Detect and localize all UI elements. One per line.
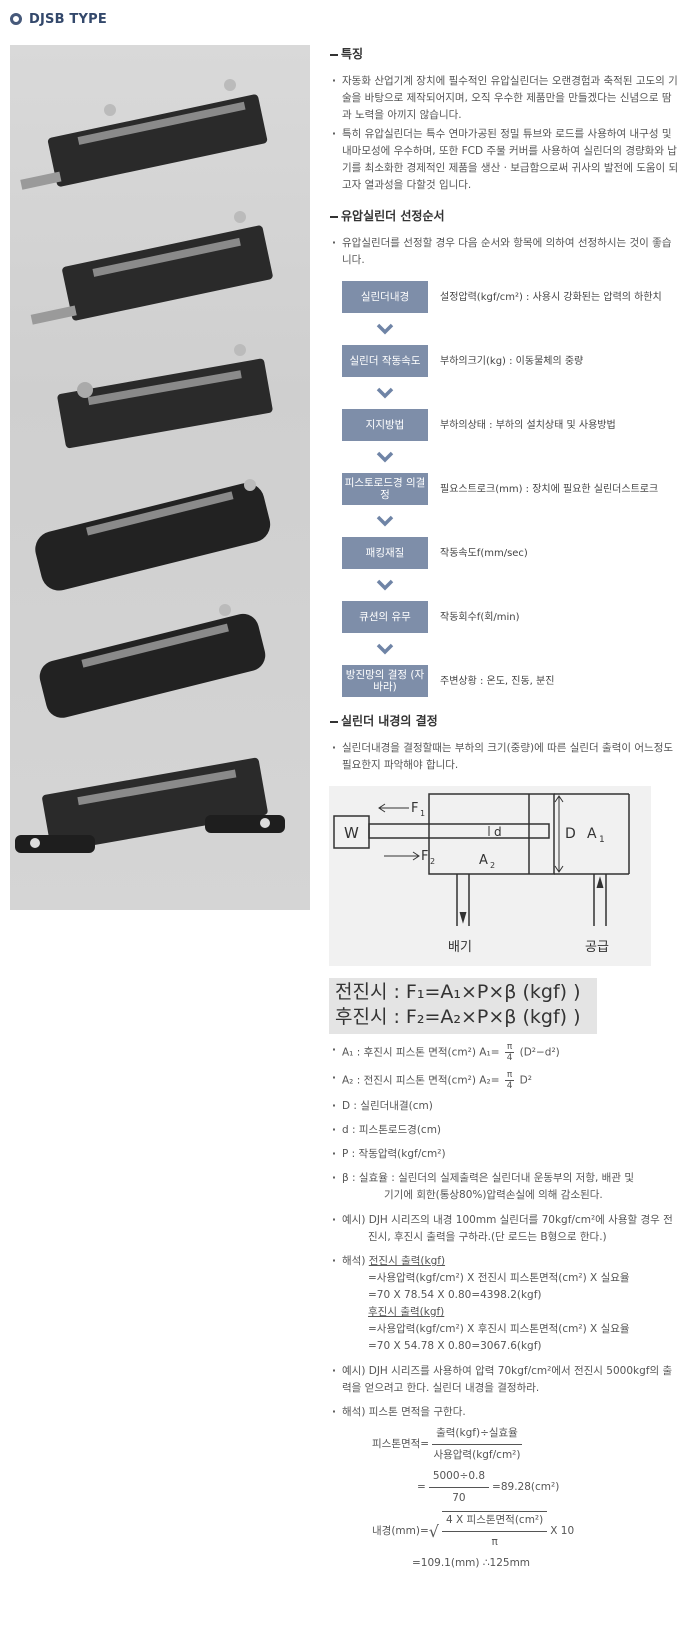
exhaust-label: 배기	[448, 940, 472, 955]
selection-title: 유압실린더 선정순서	[330, 208, 680, 225]
chevron-down-icon	[342, 569, 428, 601]
bore-title: 실린더 내경의 결정	[330, 713, 680, 730]
chevron-down-icon	[342, 313, 428, 345]
force-F1-sub: 1	[420, 809, 425, 818]
flow-step: 실린더 작동속도 부하의크기(kg) : 이동물체의 중량	[342, 345, 680, 377]
page-header: DJSB TYPE	[10, 8, 107, 30]
bore-D-label: D	[565, 826, 576, 842]
feature-item: 자동화 산업기계 장치에 필수적인 유압실린더는 오랜경험과 축적된 고도의 기…	[330, 73, 680, 124]
features-title: 특징	[330, 46, 680, 63]
flow-step: 패킹재질 작동속도f(mm/sec)	[342, 537, 680, 569]
example-2-solution: 해석) 피스톤 면적을 구한다. 피스톤면적= 출력(kgf)÷실효율사용압력(…	[330, 1404, 680, 1572]
area-A2-label: A	[479, 853, 488, 868]
cylinder-illustration	[15, 79, 285, 853]
area-A2-sub: 2	[490, 861, 495, 870]
cylinder-6	[15, 757, 285, 853]
flow-step-label: 실린더내경	[342, 281, 428, 313]
flow-step-label: 패킹재질	[342, 537, 428, 569]
bore-intro: 실린더내경을 결정할때는 부하의 크기(중량)에 따른 실린더 출력이 어느정도…	[330, 740, 680, 774]
flow-step-desc: 필요스트로크(mm) : 장치에 필요한 실린더스트로크	[440, 483, 659, 495]
def-a2: A₂ : 전진시 피스톤 면적(cm²) A₂= π4 D²	[330, 1070, 680, 1091]
def-a1: A₁ : 후진시 피스톤 면적(cm²) A₁= π4 (D²−d²)	[330, 1042, 680, 1063]
definitions: A₁ : 후진시 피스톤 면적(cm²) A₁= π4 (D²−d²) A₂ :…	[330, 1042, 680, 1572]
flow-step: 피스토로드경 의결정 필요스트로크(mm) : 장치에 필요한 실린더스트로크	[342, 473, 680, 505]
def-beta: β : 실효율 : 실린더의 실제출력은 실린더내 운동부의 저항, 배관 및 …	[330, 1170, 680, 1204]
supply-label: 공급	[585, 940, 609, 955]
force-F2-label: F	[421, 849, 428, 864]
example-2-question: 예시) DJH 시리즈를 사용하여 압력 70kgf/cm²에서 전진시 500…	[330, 1363, 680, 1397]
flow-step: 방진망의 결정 (자바라) 주변상황 : 온도, 진동, 분진	[342, 665, 680, 697]
cylinder-5	[39, 604, 266, 718]
flow-step-desc: 부하의크기(kg) : 이동물체의 중량	[440, 355, 584, 367]
page-title: DJSB TYPE	[29, 11, 107, 27]
example-1-question: 예시) DJH 시리즈의 내경 100mm 실린더를 70kgf/cm²에 사용…	[330, 1212, 680, 1246]
bore-formula: 내경(mm)= √ 4 X 피스톤면적(cm²)π X 10	[342, 1511, 680, 1551]
flow-step-label: 실린더 작동속도	[342, 345, 428, 377]
selection-flow: 실린더내경 설정압력(kgf/cm²) : 사용시 강화된는 압력의 하한치 실…	[342, 281, 680, 697]
area-A1-sub: 1	[599, 835, 605, 845]
flow-step-label: 방진망의 결정 (자바라)	[342, 665, 428, 697]
force-F2-sub: 2	[430, 857, 435, 866]
force-F1-label: F	[411, 801, 418, 816]
circle-bullet-icon	[10, 13, 22, 25]
bore-result: =109.1(mm) ∴125mm	[412, 1557, 531, 1569]
flow-step: 지지방법 부하의상태 : 부하의 설치상태 및 사용방법	[342, 409, 680, 441]
cylinder-1	[20, 79, 268, 190]
sqrt-icon: √	[428, 1521, 439, 1541]
flow-step-desc: 설정압력(kgf/cm²) : 사용시 강화된는 압력의 하한치	[440, 291, 662, 303]
cylinder-force-diagram: W D A 1 F 1 d F 2 A 2	[329, 786, 651, 966]
def-P: P : 작동압력(kgf/cm²)	[330, 1146, 680, 1163]
feature-item: 특히 유압실린더는 특수 연마가공된 정밀 튜브와 로드를 사용하여 내구성 및…	[330, 126, 680, 194]
flow-step-desc: 작동속도f(mm/sec)	[440, 547, 528, 559]
flow-step: 실린더내경 설정압력(kgf/cm²) : 사용시 강화된는 압력의 하한치	[342, 281, 680, 313]
flow-step-desc: 작동회수f(회/min)	[440, 611, 520, 623]
dash-icon	[330, 215, 338, 218]
flow-step-label: 큐션의 유무	[342, 601, 428, 633]
area-A1-label: A	[587, 826, 597, 842]
chevron-down-icon	[342, 505, 428, 537]
cylinder-2	[30, 211, 273, 325]
example-1-solution: 해석) 전진시 출력(kgf) =사용압력(kgf/cm²) X 전진시 피스톤…	[330, 1253, 680, 1355]
dash-icon	[330, 53, 338, 56]
flow-step-label: 지지방법	[342, 409, 428, 441]
def-D: D : 실린더내결(cm)	[330, 1098, 680, 1115]
forward-force-formula: 전진시 : F₁=A₁×P×β (kgf) )	[335, 981, 581, 1003]
def-d: d : 피스톤로드경(cm)	[330, 1122, 680, 1139]
selection-intro: 유압실린더를 선정할 경우 다음 순서와 항목에 의하여 선정하시는 것이 좋습…	[330, 235, 680, 269]
chevron-down-icon	[342, 633, 428, 665]
product-photo	[10, 45, 310, 910]
cylinder-3	[57, 344, 273, 449]
backward-force-formula: 후진시 : F₂=A₂×P×β (kgf) )	[335, 1006, 581, 1028]
cylinder-4	[35, 479, 271, 591]
flow-step-desc: 부하의상태 : 부하의 설치상태 및 사용방법	[440, 419, 616, 431]
chevron-down-icon	[342, 441, 428, 473]
flow-step: 큐션의 유무 작동회수f(회/min)	[342, 601, 680, 633]
weight-label: W	[344, 824, 359, 842]
flow-step-label: 피스토로드경 의결정	[342, 473, 428, 505]
chevron-down-icon	[342, 377, 428, 409]
dash-icon	[330, 720, 338, 723]
rod-d-label: d	[494, 825, 502, 839]
content-column: 특징 자동화 산업기계 장치에 필수적인 유압실린더는 오랜경험과 축적된 고도…	[329, 40, 680, 1579]
flow-step-desc: 주변상황 : 온도, 진동, 분진	[440, 675, 555, 687]
force-formula-box: 전진시 : F₁=A₁×P×β (kgf) ) 후진시 : F₂=A₂×P×β …	[329, 978, 597, 1034]
